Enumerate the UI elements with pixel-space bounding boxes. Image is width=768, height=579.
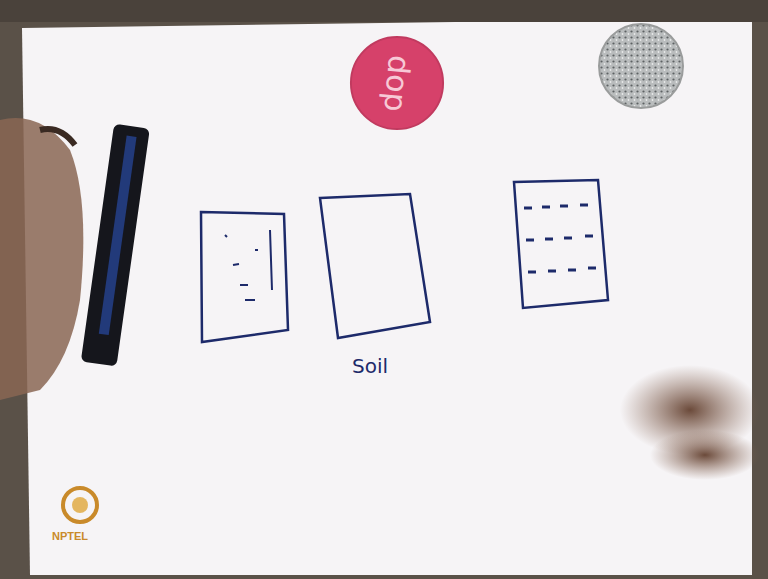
disc-text: dop bbox=[377, 53, 417, 112]
logo-mark bbox=[63, 488, 97, 522]
hand bbox=[0, 118, 83, 400]
watermark: NPTEL bbox=[52, 530, 88, 542]
soil-label: Soil bbox=[352, 354, 388, 378]
pink-disc: dop bbox=[349, 35, 445, 131]
paper-sheet bbox=[22, 18, 752, 575]
left-box bbox=[201, 212, 288, 342]
speckled-disc bbox=[599, 24, 683, 108]
layered-box bbox=[514, 180, 608, 308]
marker-pen bbox=[81, 124, 150, 367]
soil-box bbox=[320, 194, 430, 338]
layer-dashes bbox=[524, 205, 596, 272]
